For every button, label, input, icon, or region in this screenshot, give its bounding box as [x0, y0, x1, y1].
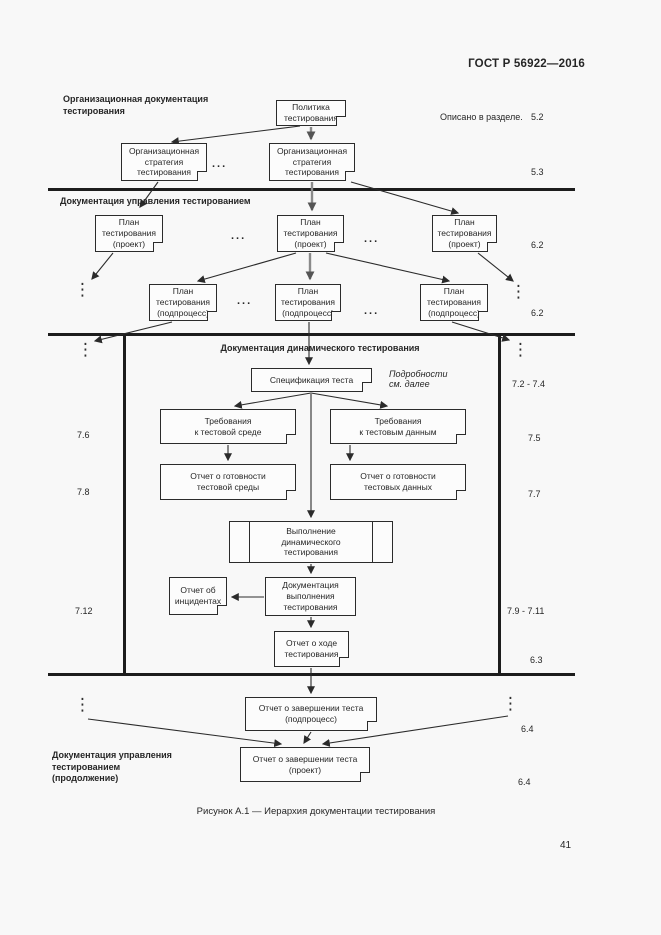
standard-number: ГОСТ Р 56922—2016: [468, 58, 585, 70]
clause-6-2-a: 6.2: [531, 240, 544, 250]
clause-5-2: 5.2: [531, 112, 544, 122]
clause-7-7: 7.7: [528, 489, 541, 499]
box-test-execution-documentation: Документация выполнения тестирования: [265, 577, 356, 616]
section-label-dynamic-documentation: Документация динамического тестирования: [220, 343, 420, 353]
divider-rule-top: [48, 188, 575, 191]
box-test-data-requirements: Требования к тестовым данным: [330, 409, 467, 445]
ellipsis-plan-subprocess-right: ...: [364, 305, 380, 317]
vertical-ellipsis-completion-right: ⋮: [502, 694, 519, 713]
clause-6-2-b: 6.2: [531, 308, 544, 318]
box-test-plan-subprocess-left: План тестирования (подпроцесс): [149, 284, 218, 322]
dynamic-frame-left-bar: [123, 333, 126, 676]
box-test-policy: Политика тестирования: [276, 100, 347, 127]
note-described-in-section: Описано в разделе.: [440, 112, 523, 122]
box-test-specification: Спецификация теста: [251, 368, 373, 393]
vertical-ellipsis-subprocess-left: ⋮: [74, 280, 91, 299]
box-test-plan-subprocess-center: План тестирования (подпроцесс): [275, 284, 342, 322]
note-details-see-below: Подробности см. далее: [389, 369, 448, 389]
clause-7-5: 7.5: [528, 433, 541, 443]
box-test-environment-requirements: Требования к тестовой среде: [160, 409, 297, 445]
box-test-plan-project-left: План тестирования (проект): [95, 215, 164, 253]
box-test-data-readiness-report: Отчет о готовности тестовых данных: [330, 464, 467, 501]
page-number: 41: [560, 840, 572, 851]
box-org-test-strategy-left: Организационная стратегия тестирования: [121, 143, 208, 182]
box-test-completion-report-subprocess: Отчет о завершении теста (подпроцесс): [245, 697, 378, 732]
vertical-ellipsis-subprocess-right: ⋮: [510, 282, 527, 301]
clause-7-12: 7.12: [75, 606, 93, 616]
vertical-ellipsis-dynamic-left: ⋮: [77, 340, 94, 359]
clause-7-2-7-4: 7.2 - 7.4: [512, 379, 546, 389]
dynamic-frame-right-bar: [498, 333, 501, 676]
box-test-plan-project-right: План тестирования (проект): [432, 215, 498, 253]
clause-7-9-7-11: 7.9 - 7.11: [507, 606, 545, 616]
clause-5-3: 5.3: [531, 167, 544, 177]
divider-rule-bottom: [48, 673, 575, 676]
box-test-progress-report: Отчет о ходе тестирования: [274, 631, 350, 668]
ellipsis-plan-project-left: ...: [231, 230, 247, 242]
vertical-ellipsis-dynamic-right: ⋮: [512, 340, 529, 359]
vertical-ellipsis-completion-left: ⋮: [74, 695, 91, 714]
section-label-org-documentation: Организационная документация тестировани…: [63, 94, 209, 116]
clause-7-8: 7.8: [77, 487, 90, 497]
ellipsis-strategy-row: ...: [212, 158, 228, 170]
clause-6-4-b: 6.4: [518, 777, 531, 787]
box-dynamic-test-execution: Выполнение динамического тестирования: [229, 521, 393, 563]
ellipsis-plan-subprocess-left: ...: [237, 295, 253, 307]
ellipsis-plan-project-right: ...: [364, 233, 380, 245]
box-incident-report: Отчет об инцидентах: [169, 577, 228, 616]
box-test-plan-subprocess-right: План тестирования (подпроцесс): [420, 284, 489, 322]
figure-caption: Рисунок А.1 — Иерархия документации тест…: [196, 806, 436, 817]
box-test-completion-report-project: Отчет о завершении теста (проект): [240, 747, 371, 783]
section-label-management-continued: Документация управления тестированием (п…: [52, 750, 172, 784]
clause-7-6: 7.6: [77, 430, 90, 440]
box-test-environment-readiness-report: Отчет о готовности тестовой среды: [160, 464, 297, 501]
clause-6-4-a: 6.4: [521, 724, 534, 734]
divider-rule-middle: [48, 333, 575, 336]
box-org-test-strategy-right: Организационная стратегия тестирования: [269, 143, 356, 182]
section-label-management-documentation: Документация управления тестированием: [60, 196, 251, 206]
box-test-plan-project-center: План тестирования (проект): [277, 215, 345, 253]
clause-6-3: 6.3: [530, 655, 543, 665]
